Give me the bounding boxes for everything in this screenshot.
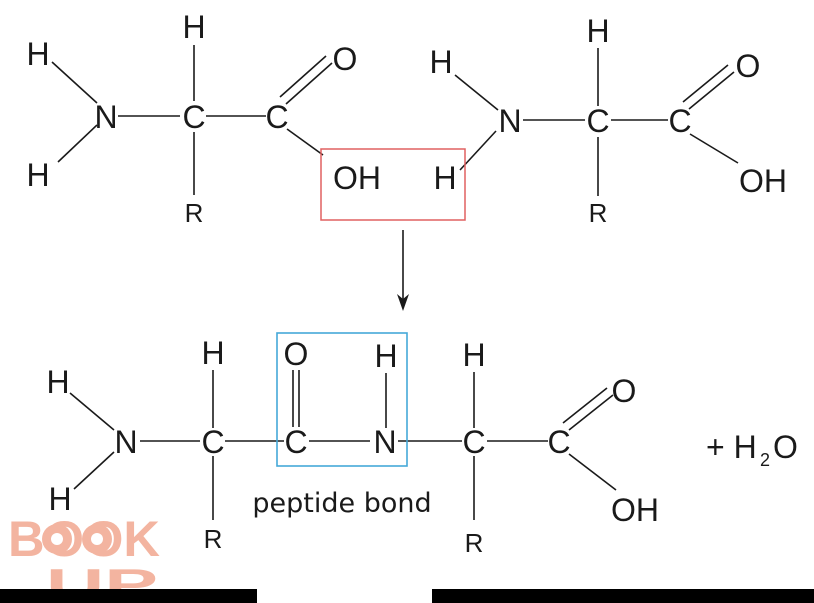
water-plus-h: + H [706,429,757,465]
atom-h: H [462,337,485,373]
bond-h-n [459,130,497,171]
bond-h-n [69,392,115,431]
water-product: + H 2 O [706,429,798,470]
double-bond-c-o [682,64,729,103]
bottom-bar-right [432,589,814,603]
bond-h-n [454,74,499,111]
hydroxyl-oh: OH [611,492,659,528]
atom-c: C [265,99,288,135]
atom-h: H [433,160,456,196]
logo-pupil-icon [51,533,63,545]
bottom-bar-left [0,589,257,603]
atom-h: H [182,9,205,45]
atom-h: H [374,338,397,374]
side-chain-r: R [204,524,223,554]
hydroxyl-oh: OH [739,163,787,199]
logo-pupil-icon [91,533,103,545]
double-bond-c-o [285,62,333,105]
reactant-amino-acid-1: H H N H C R C O OH [26,9,381,228]
atom-n: N [114,424,137,460]
atom-c: C [182,99,205,135]
peptide-bond-caption: peptide bond [252,488,431,519]
bond-c-oh [286,128,324,156]
bookup-logo: BOOK UP [8,511,160,603]
atom-c: C [462,424,485,460]
atom-h: H [26,36,49,72]
reactant-amino-acid-2: H H N H C R C O OH [429,13,787,228]
atom-n: N [94,99,117,135]
side-chain-r: R [465,528,484,558]
bond-c-oh [689,133,739,164]
atom-o: O [333,41,358,77]
hydroxyl-oh: OH [333,160,381,196]
water-o: O [773,429,798,465]
atom-c: C [547,424,570,460]
atom-o: O [612,373,637,409]
atom-n: N [373,424,396,460]
water-subscript: 2 [760,450,770,470]
water-removal-box [320,148,466,221]
atom-n: N [498,103,521,139]
atom-h: H [48,481,71,517]
side-chain-r: R [185,198,204,228]
peptide-bond-box [276,332,408,467]
double-bond-c-o [688,71,735,110]
bond-c-oh [568,453,617,491]
double-bond-c-o [568,394,614,431]
atom-c: C [284,424,307,460]
atom-h: H [201,335,224,371]
bond-h-n [73,451,115,490]
arrow-head [397,294,409,311]
atom-c: C [586,103,609,139]
atom-c: C [668,103,691,139]
product-dipeptide: H H N H C R O C H N H C R C O OH [46,335,659,558]
atom-h: H [26,157,49,193]
bond-h-n [51,61,98,104]
double-bond-c-o [562,387,608,424]
atom-h: H [46,364,69,400]
bond-h-n [57,124,98,163]
atom-c: C [201,424,224,460]
atom-h: H [586,13,609,49]
atom-h: H [429,44,452,80]
atom-o: O [284,336,309,372]
side-chain-r: R [589,198,608,228]
atom-o: O [736,48,761,84]
double-bond-c-o [279,55,327,98]
reaction-arrow [397,230,409,311]
